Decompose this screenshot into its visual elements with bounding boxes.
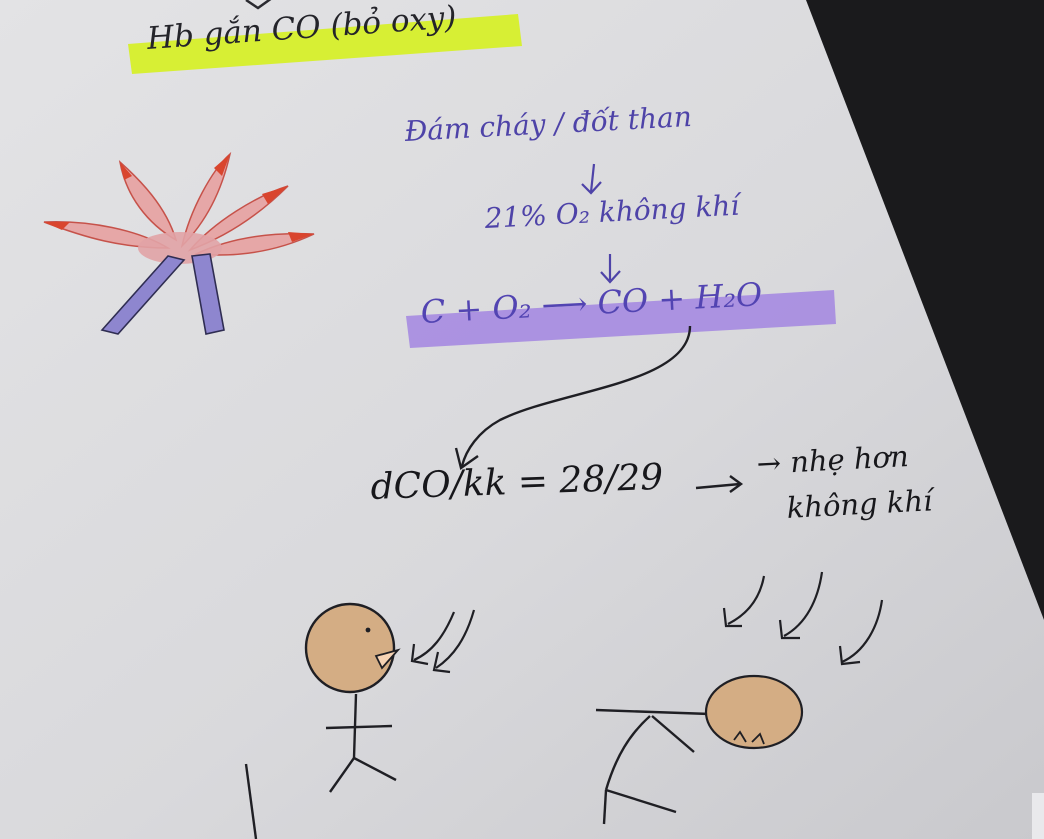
purple-highlight — [406, 290, 836, 348]
curved-arrow — [454, 325, 692, 470]
standing-person-head — [304, 602, 396, 694]
standing-person-drawing — [304, 602, 401, 793]
down-arrow-2 — [600, 254, 621, 284]
log-right — [191, 253, 225, 335]
inhale-arrows — [410, 609, 476, 674]
down-arrows — [722, 571, 884, 666]
collapsed-person-drawing — [595, 674, 804, 825]
yellow-highlight — [128, 14, 522, 74]
ratio-arrow — [695, 475, 744, 493]
top-arrow-fragment — [245, 0, 272, 10]
open-mouth — [374, 648, 401, 670]
air-note: không khí — [785, 483, 934, 525]
collapsed-person-head — [704, 674, 804, 750]
campfire-drawing — [43, 151, 315, 335]
stray-stroke — [244, 763, 258, 839]
log-left — [100, 255, 186, 335]
corner-tab — [1032, 793, 1044, 839]
down-arrow-1 — [581, 163, 602, 195]
lighter-note: → nhẹ hơn — [755, 439, 910, 481]
density-ratio: dCO/kk = 28/29 — [369, 456, 664, 508]
